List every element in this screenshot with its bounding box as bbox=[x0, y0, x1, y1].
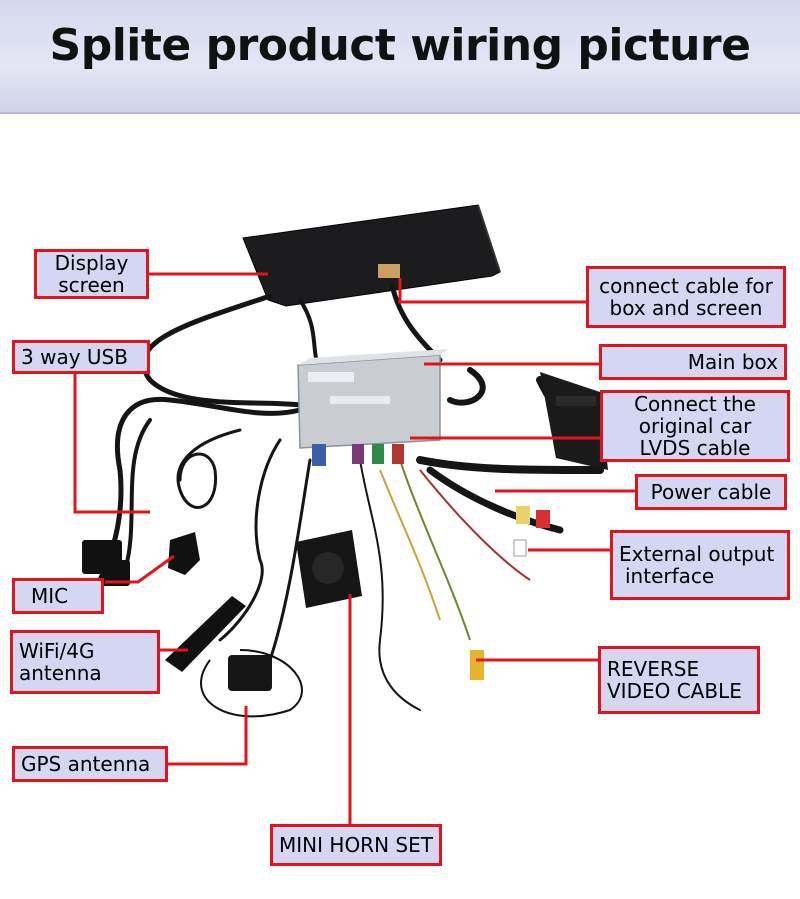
reverse-plug-image bbox=[470, 650, 484, 680]
label-main-box: Main box bbox=[599, 344, 787, 380]
title-banner: Splite product wiring picture bbox=[0, 0, 800, 114]
wifi-antenna-image bbox=[165, 596, 246, 672]
page-title: Splite product wiring picture bbox=[49, 20, 751, 71]
label-lvds: Connect the original car LVDS cable bbox=[600, 390, 790, 462]
leader-lines bbox=[73, 272, 635, 824]
main-box-image bbox=[297, 349, 448, 466]
label-3-way-usb: 3 way USB bbox=[12, 340, 150, 374]
gps-antenna-image bbox=[200, 649, 303, 718]
colored-wires bbox=[379, 459, 531, 641]
lvds-connector-image bbox=[540, 372, 608, 470]
display-screen-image bbox=[242, 204, 501, 307]
label-connect-cable: connect cable for box and screen bbox=[586, 266, 786, 328]
label-gps-antenna: GPS antenna bbox=[12, 746, 168, 782]
label-mic: MIC bbox=[12, 578, 104, 614]
label-mini-horn-set: MINI HORN SET bbox=[270, 824, 442, 866]
mic-image bbox=[168, 532, 200, 575]
label-power-cable: Power cable bbox=[635, 474, 787, 510]
label-external-output: External output interface bbox=[610, 530, 790, 600]
label-reverse-video-cable: REVERSE VIDEO CABLE bbox=[598, 646, 760, 714]
rca-plugs-image bbox=[513, 506, 550, 557]
mini-horn-image bbox=[296, 530, 362, 608]
label-display-screen: Display screen bbox=[34, 249, 149, 299]
usb-cables-image bbox=[82, 540, 130, 586]
label-wifi-antenna: WiFi/4G antenna bbox=[10, 630, 160, 694]
